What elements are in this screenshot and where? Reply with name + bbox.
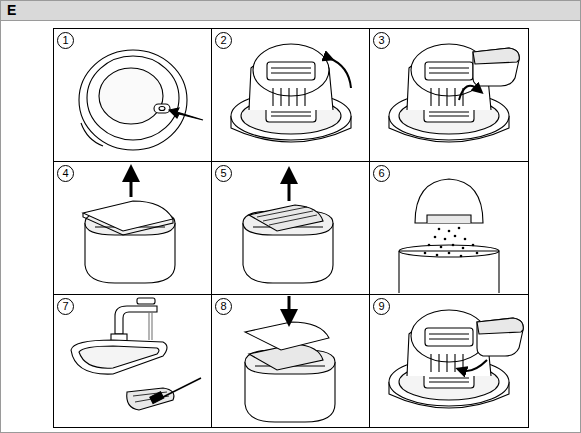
step-number-circle: 9 xyxy=(373,298,390,315)
step-number-circle: 6 xyxy=(373,165,390,182)
step-number: 9 xyxy=(378,301,384,312)
step-number-circle: 7 xyxy=(57,298,74,315)
step-number: 5 xyxy=(220,168,226,179)
step-number-circle: 3 xyxy=(373,32,390,49)
step-number: 7 xyxy=(62,301,68,312)
step-number: 3 xyxy=(378,35,384,46)
step-number: 6 xyxy=(378,168,384,179)
step-number-circle: 5 xyxy=(215,165,232,182)
step-number: 8 xyxy=(220,301,226,312)
step-number-circle: 8 xyxy=(215,298,232,315)
step-number-circle: 1 xyxy=(57,32,74,49)
step-number-circle: 4 xyxy=(57,165,74,182)
step-number: 1 xyxy=(62,35,68,46)
step-number-circle: 2 xyxy=(215,32,232,49)
step-number: 4 xyxy=(62,168,68,179)
section-letter: E xyxy=(7,2,16,18)
step-number: 2 xyxy=(220,35,226,46)
